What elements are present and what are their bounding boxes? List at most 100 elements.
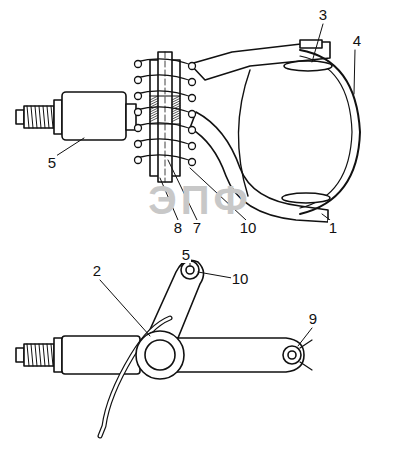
stroke (150, 108, 158, 112)
leader-line (56, 138, 84, 156)
coil-spring (189, 95, 196, 102)
coil-spring (135, 77, 142, 84)
screw-thread (43, 344, 45, 366)
stroke (172, 101, 180, 105)
screw-thread (51, 106, 53, 128)
coil-spring (189, 159, 196, 166)
coil-spring (136, 91, 194, 98)
callout-number: 5 (181, 247, 191, 263)
screw-thread (47, 106, 49, 128)
stroke (172, 118, 180, 122)
leader-line (56, 24, 355, 220)
coil-spring (135, 61, 142, 68)
screw-thread (39, 106, 41, 128)
shaft (24, 344, 54, 366)
callout-number: 10 (239, 220, 258, 236)
stroke (172, 103, 180, 107)
clamp-band (282, 193, 330, 203)
shaft (54, 338, 62, 372)
screw-thread (31, 106, 33, 128)
stroke (172, 110, 180, 114)
lever-arm (288, 351, 296, 359)
coil-spring (189, 127, 196, 134)
clamp-band (238, 40, 360, 214)
coil-spring (135, 157, 142, 164)
screw-thread (27, 106, 53, 128)
shaft (16, 336, 140, 374)
cylinder (16, 92, 136, 140)
coil-spring (135, 93, 142, 100)
stroke (172, 113, 180, 117)
leader-line (312, 24, 323, 62)
cylinder (54, 100, 62, 134)
lever (186, 266, 194, 274)
spring-bushing (150, 52, 180, 182)
screw-thread (27, 344, 29, 366)
screw-thread (39, 344, 41, 366)
spring-bushing (150, 96, 180, 124)
leader-line (100, 280, 150, 336)
screw-thread (27, 106, 29, 128)
coil-spring (189, 79, 196, 86)
callout-number: 9 (308, 311, 318, 327)
screw-thread (51, 344, 53, 366)
stroke (150, 113, 158, 117)
leader-line (198, 272, 232, 278)
cylinder (62, 92, 126, 140)
coil-spring (135, 109, 142, 116)
screw-thread (31, 344, 33, 366)
hub (145, 340, 175, 370)
stroke (150, 96, 158, 100)
callout-number: 2 (92, 263, 102, 279)
callout-number: 4 (352, 33, 362, 49)
leader-line (100, 262, 312, 346)
coil-spring (136, 75, 194, 82)
stroke (150, 118, 158, 122)
hub (136, 331, 184, 379)
stroke (172, 96, 180, 100)
lever-arm (172, 338, 312, 372)
screw-thread (35, 106, 37, 128)
lever-arm (172, 338, 304, 372)
callout-number: 7 (192, 220, 202, 236)
callout-number: 1 (328, 220, 338, 236)
shaft (16, 348, 24, 362)
clamp-band (238, 70, 250, 196)
coil-spring (135, 59, 196, 166)
coil-spring (136, 123, 194, 130)
shaft (62, 336, 140, 374)
lever (181, 261, 199, 279)
screw-thread (47, 344, 49, 366)
cylinder (16, 110, 24, 124)
leader-line (298, 328, 312, 346)
stroke (150, 115, 158, 119)
clamp-band (300, 56, 352, 208)
lever-arm (300, 340, 312, 370)
callout-number: 10 (231, 271, 250, 287)
coil-spring (135, 141, 142, 148)
clamp-band (300, 40, 322, 48)
lever-arm (283, 346, 301, 364)
coil-spring (189, 111, 196, 118)
stroke (150, 98, 158, 102)
screw-thread (43, 106, 45, 128)
stroke (150, 101, 158, 105)
coil-spring (136, 139, 194, 146)
coil-spring (189, 143, 196, 150)
coil-spring (136, 155, 194, 162)
hub (136, 331, 184, 379)
coil-spring (136, 59, 194, 66)
coil-spring (136, 107, 194, 114)
stroke (150, 110, 158, 114)
spring-bushing (158, 52, 172, 182)
cylinder (24, 106, 54, 128)
callout-number: 8 (173, 220, 183, 236)
screw-thread (35, 344, 37, 366)
coil-spring (189, 63, 196, 70)
stroke (172, 98, 180, 102)
callout-number: 3 (318, 7, 328, 23)
callout-number: 5 (47, 155, 57, 171)
watermark: ЭПФ (148, 179, 251, 221)
coil-spring (135, 125, 142, 132)
